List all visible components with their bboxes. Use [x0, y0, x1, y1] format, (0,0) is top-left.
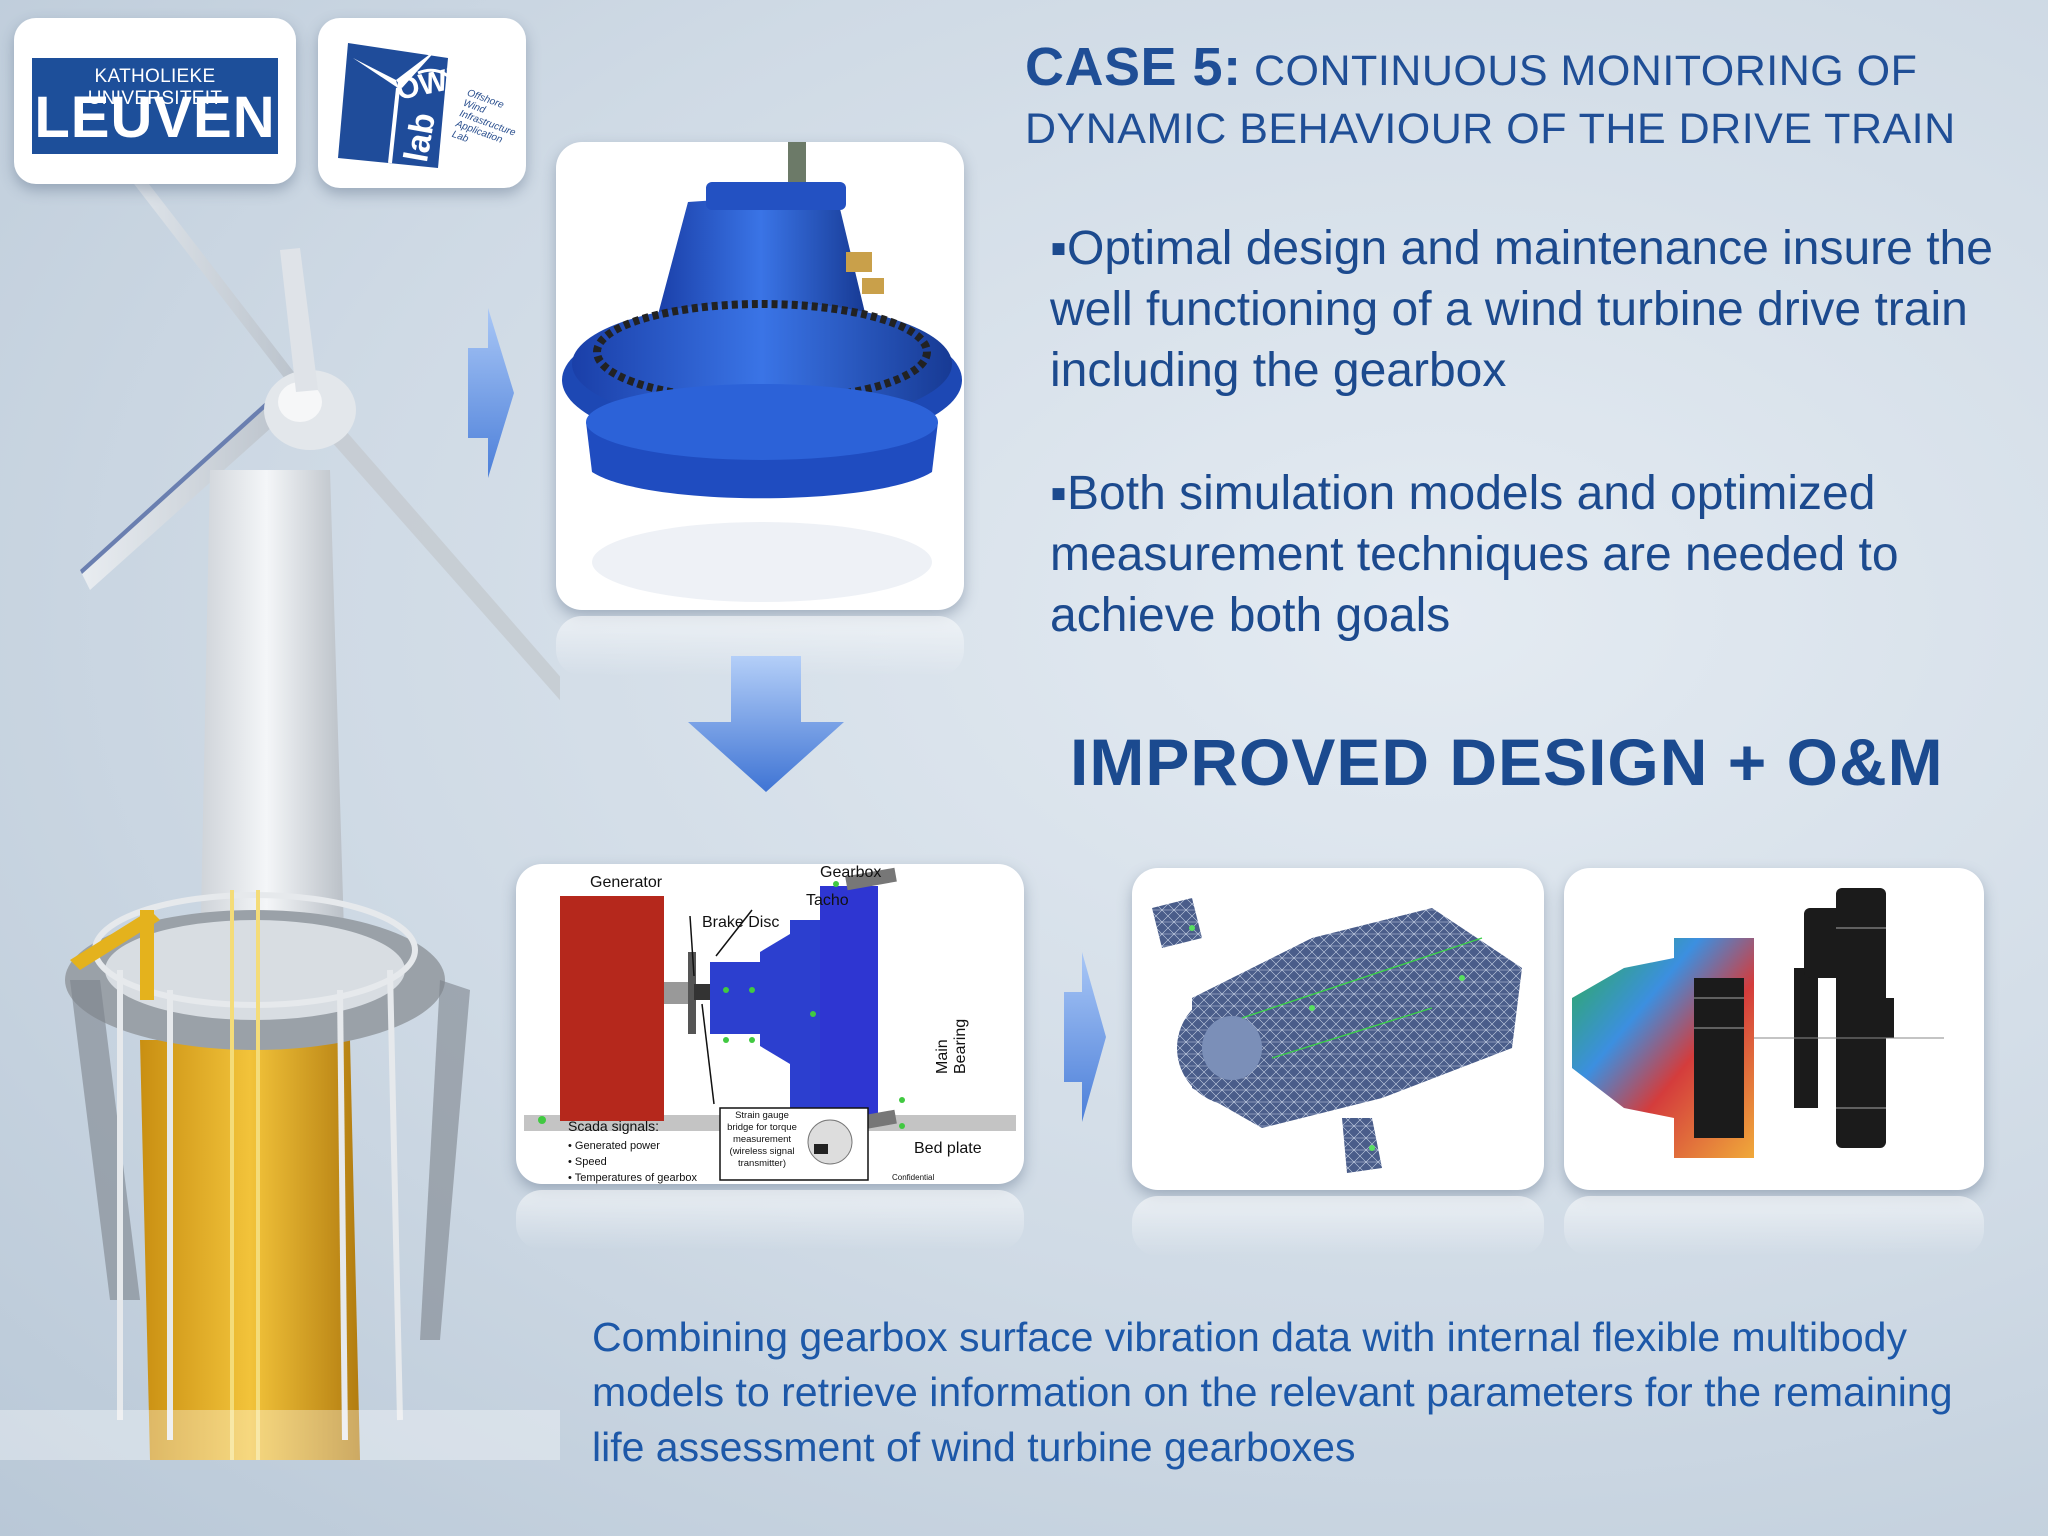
mesh-model-reflection — [1132, 1196, 1544, 1256]
label-generator: Generator — [590, 874, 663, 891]
label-gearbox: Gearbox — [820, 864, 882, 881]
label-strain-gauge: Strain gauge bridge for torque measureme… — [727, 1110, 797, 1169]
wind-turbine-illustration — [0, 140, 560, 1460]
scada-item-1: • Generated power — [568, 1140, 660, 1152]
kul-logo: KATHOLIEKE UNIVERSITEIT LEUVEN — [14, 18, 296, 184]
title-line2: DYNAMIC BEHAVIOUR OF THE DRIVE TRAIN — [1025, 105, 1956, 153]
label-confidential: Confidential — [892, 1173, 935, 1182]
bottom-description: Combining gearbox surface vibration data… — [592, 1314, 1953, 1470]
label-tacho: Tacho — [806, 892, 849, 909]
kul-logo-line1: KATHOLIEKE UNIVERSITEIT — [87, 66, 223, 109]
gearbox-photo — [556, 142, 964, 610]
arrow-right-icon-2 — [1064, 952, 1106, 1122]
drive-train-diagram: Generator Gearbox Tacho Brake Disc Main … — [516, 864, 1024, 1184]
label-brake-disc: Brake Disc — [702, 914, 780, 931]
label-main-bearing: Main Bearing — [934, 1018, 969, 1074]
bullet-1: ▪Optimal design and maintenance insure t… — [1050, 222, 1993, 397]
title-line1: CONTINUOUS MONITORING OF — [1254, 47, 1918, 95]
arrow-right-icon — [468, 308, 514, 478]
case-label: CASE 5: — [1025, 37, 1242, 97]
arrow-down-icon — [688, 656, 844, 792]
label-scada: Scada signals: — [568, 1118, 660, 1134]
scada-item-2: • Speed — [568, 1156, 607, 1168]
owi-lab-logo: OWI lab Offshore Wind Infrastructure App… — [318, 18, 526, 188]
multibody-model-image — [1564, 868, 1984, 1190]
headline: IMPROVED DESIGN + O&M — [1070, 725, 1944, 799]
kul-logo-line2: LEUVEN — [34, 85, 276, 150]
label-bed-plate: Bed plate — [914, 1140, 982, 1157]
scada-item-3: • Temperatures of gearbox — [568, 1172, 697, 1184]
bullet-2: ▪Both simulation models and optimized me… — [1050, 467, 1899, 642]
multibody-model-reflection — [1564, 1196, 1984, 1256]
mesh-model-image — [1132, 868, 1544, 1190]
slide-title: CASE 5: CONTINUOUS MONITORING OF DYNAMIC… — [1025, 38, 2025, 158]
diagram-reflection — [516, 1190, 1024, 1250]
